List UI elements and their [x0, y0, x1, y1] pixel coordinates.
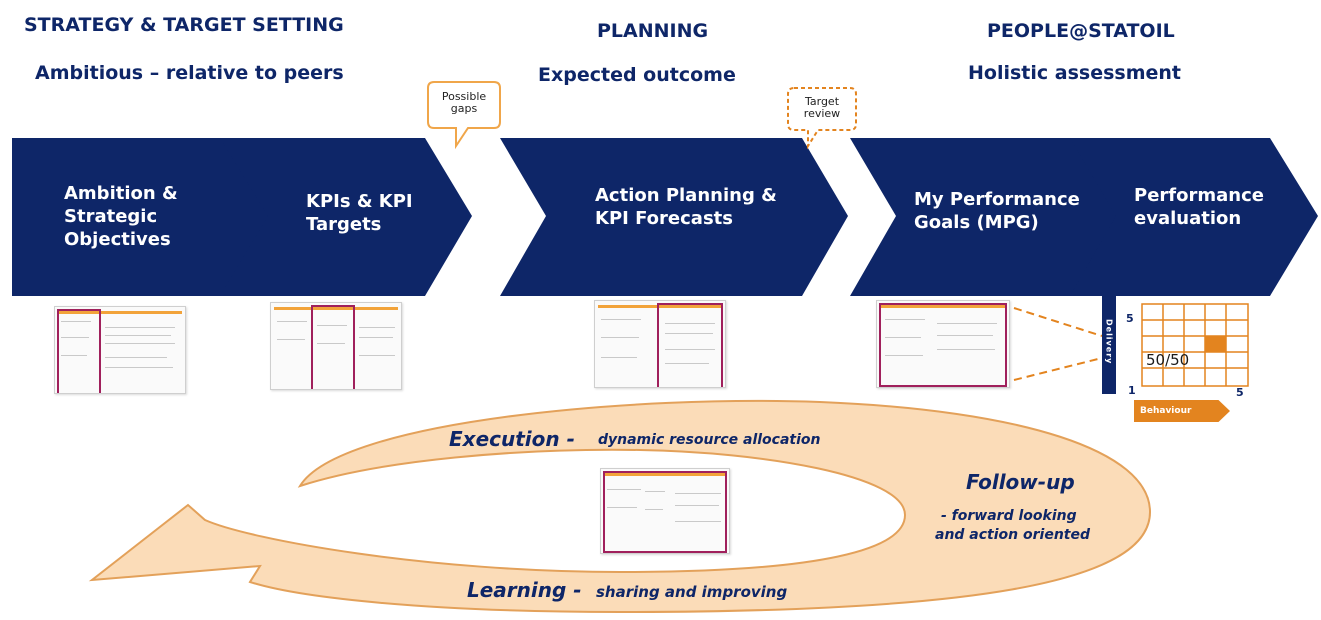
planning-header: PLANNING	[597, 20, 709, 42]
connector-bottom	[1013, 357, 1103, 381]
grid-y-max-label: 5	[1126, 312, 1134, 325]
chevron-mpg-label: My Performance Goals (MPG)	[914, 189, 1080, 233]
people-subheader: Holistic assessment	[968, 62, 1181, 84]
action-planning-document-thumbnail	[594, 300, 726, 388]
chevron-mpg	[850, 138, 1118, 296]
grid-highlight-cell	[1205, 336, 1226, 352]
followup-line1: - forward looking	[941, 508, 1077, 524]
strategy-header: STRATEGY & TARGET SETTING	[24, 14, 344, 36]
learning-detail: sharing and improving	[596, 583, 788, 601]
ambition-document-thumbnail	[54, 306, 186, 394]
followup-line2: and action oriented	[935, 527, 1090, 543]
behaviour-axis-label: Behaviour	[1134, 400, 1230, 422]
grid-x-min-label: 1	[1128, 384, 1136, 397]
possible-gaps-bubble	[427, 81, 501, 150]
planning-subheader: Expected outcome	[538, 64, 736, 86]
performance-grid	[1141, 303, 1249, 387]
followup-title: Follow-up	[966, 470, 1075, 494]
chevron-ambition	[12, 138, 278, 296]
learning-title: Learning -	[467, 578, 582, 602]
chevron-kpis-label: KPIs & KPI Targets	[306, 191, 413, 235]
chevron-action-planning	[500, 138, 848, 296]
chevron-kpis	[220, 138, 472, 296]
execution-detail: dynamic resource allocation	[598, 432, 821, 448]
kpi-document-thumbnail	[270, 302, 402, 390]
chevron-ambition-label: Ambition & Strategic Objectives	[64, 183, 178, 250]
people-header: PEOPLE@STATOIL	[987, 20, 1175, 42]
grid-x-max-label: 5	[1236, 386, 1244, 399]
chevron-evaluation-label: Performance evaluation	[1134, 185, 1264, 229]
execution-title: Execution -	[449, 427, 575, 451]
followup-document-thumbnail	[600, 468, 730, 554]
chevron-action-planning-label: Action Planning & KPI Forecasts	[595, 185, 777, 229]
strategy-subheader: Ambitious – relative to peers	[35, 62, 344, 84]
chevron-evaluation	[1070, 138, 1318, 296]
target-review-bubble	[787, 87, 857, 150]
connector-top	[1013, 307, 1103, 337]
delivery-axis-label: Delivery	[1102, 290, 1116, 394]
cycle-arrow	[88, 399, 1152, 614]
mpg-document-thumbnail	[876, 300, 1010, 388]
grid-ratio-label: 50/50	[1146, 351, 1190, 369]
possible-gaps-text: Possible gaps	[441, 90, 487, 115]
target-review-text: Target review	[803, 95, 841, 120]
